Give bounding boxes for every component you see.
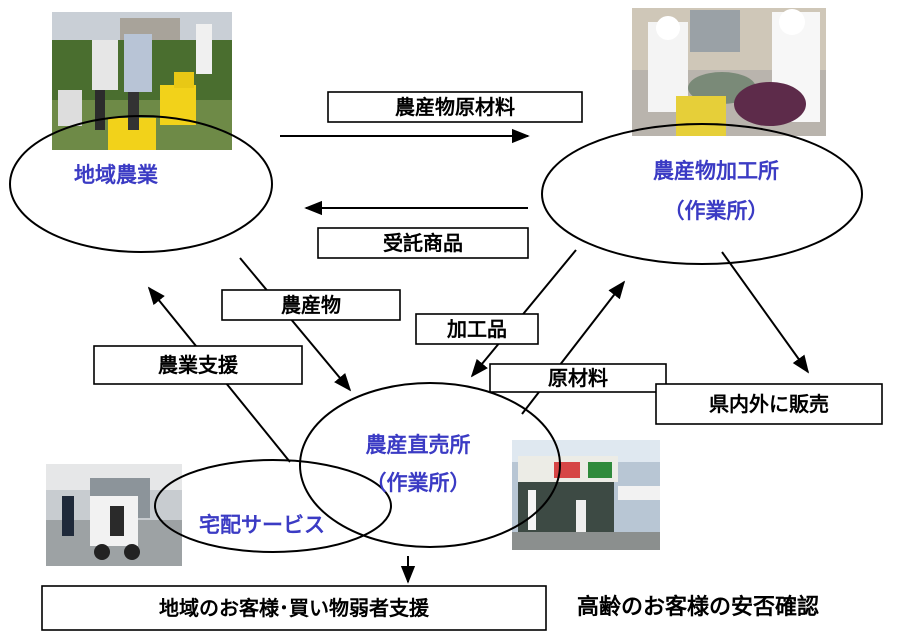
sales-outside-label: 県内外に販売 [709, 392, 829, 416]
processed-goods-label: 加工品 [446, 317, 507, 341]
direct-sales-shop-photo [512, 440, 660, 550]
produce-label: 農産物 [281, 293, 341, 317]
direct-sales-label-line2: （作業所） [366, 471, 471, 495]
raw-materials-agri-label: 農産物原材料 [395, 95, 515, 119]
customer-support-label: 地域のお客様･買い物弱者支援 [159, 596, 430, 620]
raw-materials-label: 原材料 [548, 366, 608, 390]
consigned-goods-label: 受託商品 [383, 231, 463, 255]
delivery-label: 宅配サービス [199, 513, 325, 537]
processing-ellipse [541, 123, 863, 265]
arrow-processing-to-direct-sales [470, 249, 577, 378]
consigned-goods-box [317, 227, 529, 259]
direct-sales-ellipse [299, 382, 561, 548]
direct-sales-label-line1: 農産直売所 [366, 433, 471, 457]
farming-ellipse [9, 115, 273, 253]
delivery-ellipse [154, 459, 392, 553]
delivery-photo [46, 464, 182, 566]
produce-box [221, 289, 401, 321]
farm-field-photo [52, 12, 232, 150]
farming-label: 地域農業 [74, 163, 159, 187]
raw-materials-agri-box [327, 91, 583, 123]
processing-label-line1: 農産物加工所 [653, 159, 779, 183]
arrow-direct-sales-to-processing [521, 280, 626, 415]
arrow-processing-to-outside [721, 251, 810, 374]
elder-check-label: 高齢のお客様の安否確認 [577, 594, 819, 620]
arrow-farm-to-direct-sales [239, 257, 352, 392]
customer-support-box [41, 585, 547, 631]
farm-support-label: 農業支援 [158, 353, 239, 377]
processing-photo [632, 8, 826, 136]
raw-materials-box [489, 363, 667, 393]
farm-support-box [93, 345, 303, 385]
processing-label-line2: （作業所） [664, 199, 769, 223]
sales-outside-box [655, 383, 883, 425]
processed-goods-box [415, 313, 539, 345]
